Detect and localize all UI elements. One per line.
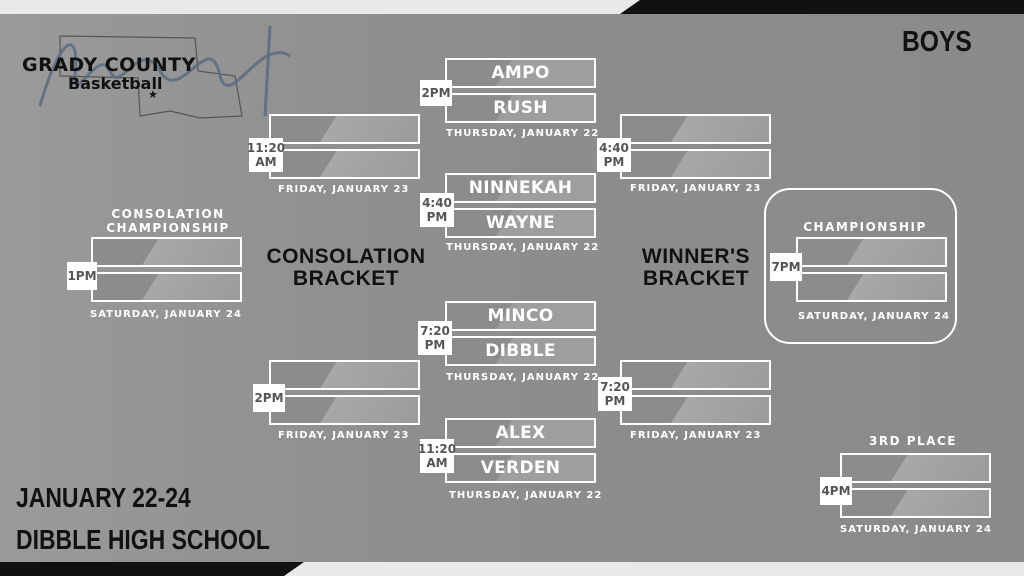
team-slot bbox=[269, 114, 420, 144]
team-slot bbox=[796, 272, 947, 302]
game-date: FRIDAY, JANUARY 23 bbox=[278, 184, 410, 195]
team-slot bbox=[91, 237, 242, 267]
team-slot bbox=[269, 149, 420, 179]
game-date: FRIDAY, JANUARY 23 bbox=[630, 183, 762, 194]
championship-label: CHAMPIONSHIP bbox=[803, 220, 927, 234]
team-slot bbox=[620, 360, 771, 390]
game-date: FRIDAY, JANUARY 23 bbox=[278, 430, 410, 441]
team-slot: DIBBLE bbox=[445, 336, 596, 366]
game-time: 4PM bbox=[820, 477, 852, 505]
game-date: THURSDAY, JANUARY 22 bbox=[446, 372, 600, 383]
game-time: 2PM bbox=[253, 384, 285, 412]
team-slot: WAYNE bbox=[445, 208, 596, 238]
team-slot bbox=[620, 114, 771, 144]
team-slot bbox=[269, 395, 420, 425]
team-slot: ALEX bbox=[445, 418, 596, 448]
game-date: SATURDAY, JANUARY 24 bbox=[840, 524, 992, 535]
championship-frame bbox=[764, 188, 957, 344]
oklahoma-map-logo bbox=[38, 25, 291, 119]
logo-title: GRADY COUNTY bbox=[22, 54, 196, 76]
game-date: FRIDAY, JANUARY 23 bbox=[630, 430, 762, 441]
game-time: 1PM bbox=[67, 262, 97, 290]
team-slot bbox=[840, 453, 991, 483]
game-date: THURSDAY, JANUARY 22 bbox=[446, 242, 600, 253]
star-icon: ★ bbox=[148, 88, 158, 101]
team-slot bbox=[796, 237, 947, 267]
team-slot: NINNEKAH bbox=[445, 173, 596, 203]
game-date: SATURDAY, JANUARY 24 bbox=[90, 309, 242, 320]
division-label: BOYS bbox=[902, 26, 972, 58]
game-time: 2PM bbox=[420, 80, 452, 106]
team-slot bbox=[620, 149, 771, 179]
logo-subtitle: Basketball bbox=[68, 74, 163, 93]
game-date: SATURDAY, JANUARY 24 bbox=[798, 311, 950, 322]
team-slot bbox=[620, 395, 771, 425]
team-slot: RUSH SPRINGS bbox=[445, 93, 596, 123]
event-dates: JANUARY 22-24 bbox=[16, 482, 191, 513]
third-place-label: 3RD PLACE bbox=[869, 434, 957, 448]
team-slot bbox=[269, 360, 420, 390]
team-slot: AMPO bbox=[445, 58, 596, 88]
game-date: THURSDAY, JANUARY 22 bbox=[449, 490, 603, 501]
game-date: THURSDAY, JANUARY 22 bbox=[446, 128, 600, 139]
team-slot: VERDEN bbox=[445, 453, 596, 483]
game-time: 7PM bbox=[770, 253, 802, 281]
top-bar-accent bbox=[0, 0, 640, 14]
team-slot bbox=[91, 272, 242, 302]
event-venue: DIBBLE HIGH SCHOOL bbox=[16, 524, 270, 555]
team-slot: MINCO bbox=[445, 301, 596, 331]
bottom-bar-accent bbox=[284, 562, 1024, 576]
team-slot bbox=[840, 488, 991, 518]
